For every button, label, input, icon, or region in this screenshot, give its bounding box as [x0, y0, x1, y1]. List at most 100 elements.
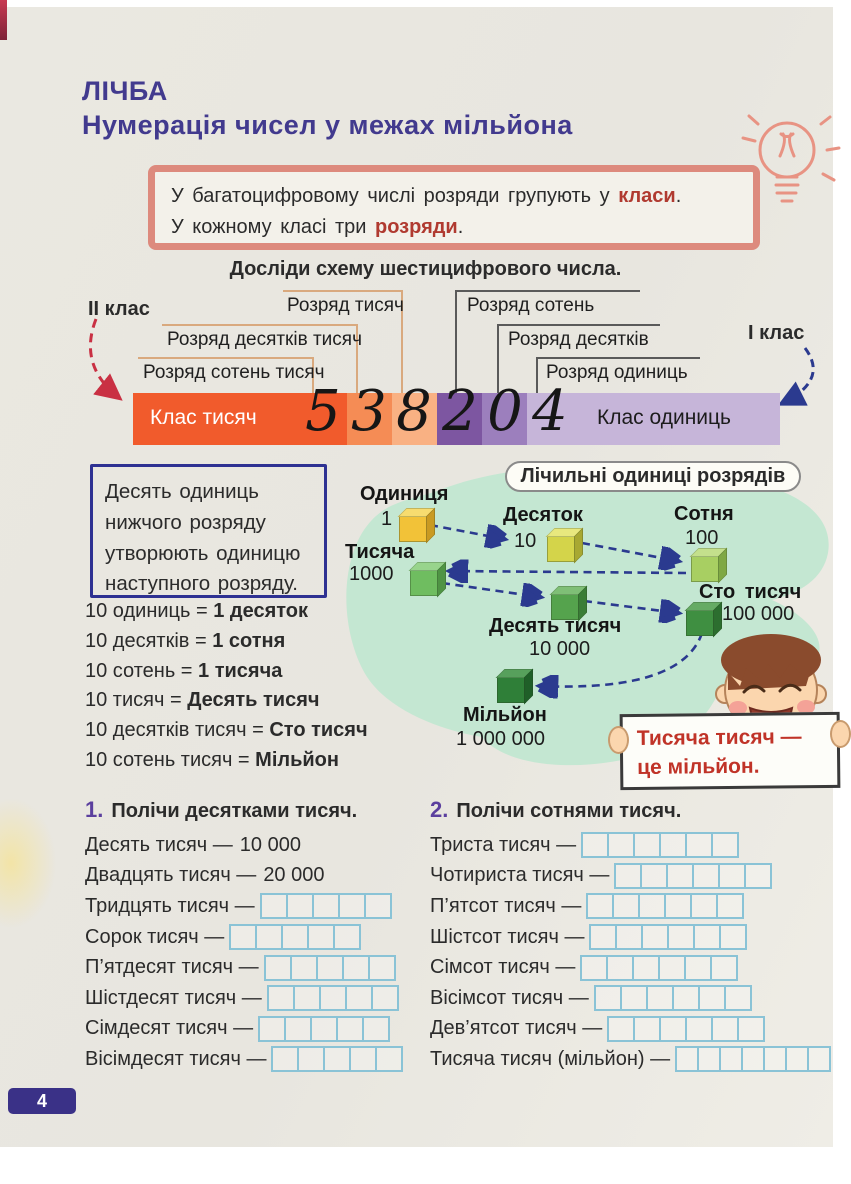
answer-boxes[interactable] — [607, 1015, 766, 1042]
answer-boxes[interactable] — [263, 954, 396, 981]
answer-cell[interactable] — [271, 1046, 300, 1073]
answer-boxes[interactable] — [229, 924, 362, 951]
answer-cell[interactable] — [659, 1015, 688, 1042]
answer-cell[interactable] — [645, 985, 674, 1012]
answer-boxes[interactable] — [614, 862, 773, 889]
answer-boxes[interactable] — [589, 924, 748, 951]
answer-cell[interactable] — [632, 954, 661, 981]
answer-cell[interactable] — [690, 893, 719, 920]
answer-cell[interactable] — [607, 1015, 636, 1042]
arrow-ten-thousand-to-hundred-thousand — [583, 601, 678, 613]
answer-cell[interactable] — [711, 1015, 740, 1042]
answer-cell[interactable] — [785, 1046, 810, 1073]
answer-cell[interactable] — [363, 893, 392, 920]
answer-cell[interactable] — [229, 924, 258, 951]
answer-cell[interactable] — [263, 954, 292, 981]
answer-cell[interactable] — [307, 924, 336, 951]
answer-cell[interactable] — [737, 1015, 766, 1042]
answer-cell[interactable] — [685, 1015, 714, 1042]
unit-cube-100 — [691, 555, 720, 582]
answer-cell[interactable] — [318, 985, 347, 1012]
answer-boxes[interactable] — [259, 893, 392, 920]
answer-cell[interactable] — [675, 1046, 700, 1073]
answer-cell[interactable] — [284, 1015, 313, 1042]
label-rozriad-tysiach: Розряд тисяч — [287, 295, 404, 316]
answer-cell[interactable] — [344, 985, 373, 1012]
answer-cell[interactable] — [685, 832, 714, 859]
answer-boxes[interactable] — [593, 985, 752, 1012]
answer-cell[interactable] — [375, 1046, 404, 1073]
arrow-hundred-thousand-to-million — [540, 632, 704, 687]
answer-boxes[interactable] — [586, 893, 745, 920]
answer-cell[interactable] — [589, 924, 618, 951]
answer-boxes[interactable] — [258, 1015, 391, 1042]
answer-cell[interactable] — [711, 832, 740, 859]
answer-cell[interactable] — [311, 893, 340, 920]
answer-cell[interactable] — [692, 862, 721, 889]
answer-cell[interactable] — [255, 924, 284, 951]
answer-cell[interactable] — [336, 1015, 365, 1042]
answer-cell[interactable] — [697, 1046, 722, 1073]
answer-cell[interactable] — [807, 1046, 832, 1073]
answer-cell[interactable] — [666, 862, 695, 889]
answer-cell[interactable] — [612, 893, 641, 920]
answer-cell[interactable] — [367, 954, 396, 981]
answer-cell[interactable] — [259, 893, 288, 920]
answer-boxes[interactable] — [581, 832, 740, 859]
equality-row: 10 десятків = 1 сотня — [85, 629, 286, 652]
answer-boxes[interactable] — [580, 954, 739, 981]
answer-cell[interactable] — [580, 954, 609, 981]
bracket-line-units — [536, 357, 700, 359]
answer-cell[interactable] — [333, 924, 362, 951]
answer-boxes[interactable] — [266, 985, 399, 1012]
answer-cell[interactable] — [289, 954, 318, 981]
answer-cell[interactable] — [258, 1015, 287, 1042]
answer-cell[interactable] — [684, 954, 713, 981]
answer-cell[interactable] — [744, 862, 773, 889]
answer-cell[interactable] — [615, 924, 644, 951]
answer-cell[interactable] — [606, 954, 635, 981]
answer-cell[interactable] — [362, 1015, 391, 1042]
answer-cell[interactable] — [658, 954, 687, 981]
answer-cell[interactable] — [586, 893, 615, 920]
answer-cell[interactable] — [619, 985, 648, 1012]
answer-cell[interactable] — [719, 924, 748, 951]
answer-cell[interactable] — [337, 893, 366, 920]
answer-cell[interactable] — [285, 893, 314, 920]
answer-cell[interactable] — [323, 1046, 352, 1073]
answer-cell[interactable] — [581, 832, 610, 859]
label-rozriad-soten-tysiach: Розряд сотень тисяч — [143, 362, 325, 383]
answer-boxes[interactable] — [675, 1046, 832, 1073]
answer-cell[interactable] — [640, 862, 669, 889]
answer-cell[interactable] — [718, 862, 747, 889]
answer-cell[interactable] — [723, 985, 752, 1012]
answer-cell[interactable] — [614, 862, 643, 889]
answer-cell[interactable] — [763, 1046, 788, 1073]
answer-cell[interactable] — [310, 1015, 339, 1042]
answer-cell[interactable] — [641, 924, 670, 951]
answer-cell[interactable] — [664, 893, 693, 920]
answer-cell[interactable] — [315, 954, 344, 981]
answer-cell[interactable] — [659, 832, 688, 859]
answer-cell[interactable] — [667, 924, 696, 951]
answer-cell[interactable] — [349, 1046, 378, 1073]
answer-cell[interactable] — [638, 893, 667, 920]
answer-cell[interactable] — [710, 954, 739, 981]
answer-boxes[interactable] — [271, 1046, 404, 1073]
answer-cell[interactable] — [370, 985, 399, 1012]
answer-cell[interactable] — [292, 985, 321, 1012]
answer-cell[interactable] — [633, 832, 662, 859]
answer-cell[interactable] — [716, 893, 745, 920]
answer-cell[interactable] — [297, 1046, 326, 1073]
answer-cell[interactable] — [719, 1046, 744, 1073]
answer-cell[interactable] — [266, 985, 295, 1012]
answer-cell[interactable] — [593, 985, 622, 1012]
answer-cell[interactable] — [697, 985, 726, 1012]
answer-cell[interactable] — [693, 924, 722, 951]
answer-cell[interactable] — [741, 1046, 766, 1073]
answer-cell[interactable] — [341, 954, 370, 981]
answer-cell[interactable] — [633, 1015, 662, 1042]
answer-cell[interactable] — [281, 924, 310, 951]
answer-cell[interactable] — [607, 832, 636, 859]
answer-cell[interactable] — [671, 985, 700, 1012]
